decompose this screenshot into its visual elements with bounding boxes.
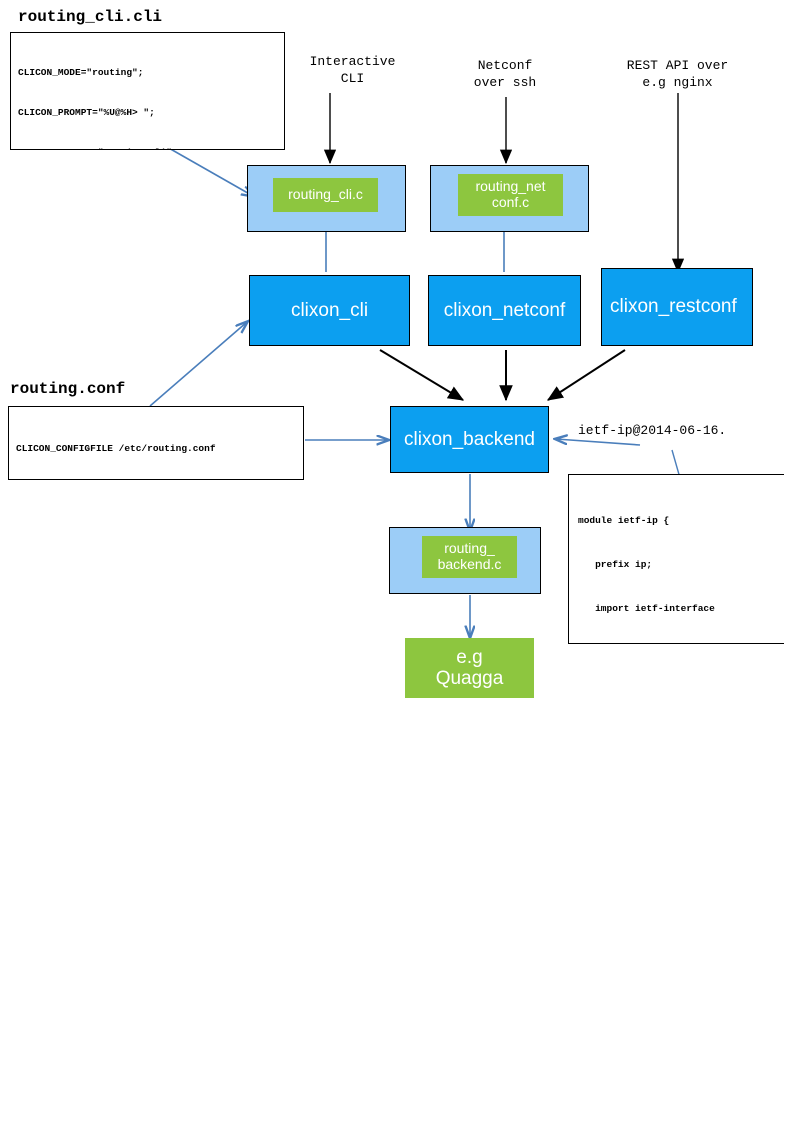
- arrow-clixonrestconf-to-backend: [546, 349, 626, 401]
- arrow-yang-to-backend: [556, 439, 641, 446]
- cli-file-line: CLICON_MODE="routing";: [18, 66, 144, 78]
- conf-file-panel: CLICON_CONFIGFILE /etc/routing.conf CLIC…: [8, 406, 304, 480]
- process-clixon-backend[interactable]: clixon_backend: [390, 406, 549, 473]
- arrow-clixoncli-to-backend: [379, 349, 465, 401]
- plugin-routing-cli-c[interactable]: routing_cli.c: [273, 178, 378, 212]
- plugin-routing-netconf-c[interactable]: routing_net conf.c: [458, 174, 563, 216]
- process-clixon-restconf[interactable]: clixon_restconf: [601, 268, 753, 346]
- annotation-interactive-cli: Interactive CLI: [309, 54, 396, 86]
- external-quagga[interactable]: e.g Quagga: [405, 638, 534, 698]
- annotation-netconf-over-ssh: Netconf over ssh: [473, 58, 537, 90]
- conf-file-title: routing.conf: [10, 380, 126, 398]
- conf-file-line: CLICON_CONFIGFILE /etc/routing.conf: [16, 443, 216, 454]
- process-clixon-netconf[interactable]: clixon_netconf: [428, 275, 581, 346]
- yang-file-line: import ietf-interface: [578, 602, 715, 614]
- process-clixon-cli[interactable]: clixon_cli: [249, 275, 410, 346]
- cli-file-line: CLICON_PROMPT="%U@%H> ";: [18, 107, 155, 119]
- yang-module-label: ietf-ip@2014-06-16.: [578, 423, 727, 438]
- arrow-clifile-to-plugin: [159, 142, 253, 196]
- arrow-conf-to-clixoncli: [149, 322, 247, 407]
- plugin-host-routing-cli[interactable]: routing_cli.c: [247, 165, 406, 232]
- cli-file-line: CLICON_PLUGIN="routing_cli";: [18, 146, 277, 149]
- yang-file-line: prefix ip;: [578, 558, 653, 570]
- plugin-routing-backend-c[interactable]: routing_ backend.c: [422, 536, 517, 578]
- cli-file-panel: CLICON_MODE="routing"; CLICON_PROMPT="%U…: [10, 32, 285, 150]
- plugin-host-routing-netconf[interactable]: routing_net conf.c: [430, 165, 589, 232]
- yang-file-panel: module ietf-ip { prefix ip; import ietf-…: [568, 474, 784, 644]
- cli-file-title: routing_cli.cli: [18, 8, 163, 26]
- yang-file-line: module ietf-ip {: [578, 515, 670, 527]
- plugin-host-routing-backend[interactable]: routing_ backend.c: [389, 527, 541, 594]
- annotation-rest-api: REST API over e.g nginx: [626, 58, 729, 90]
